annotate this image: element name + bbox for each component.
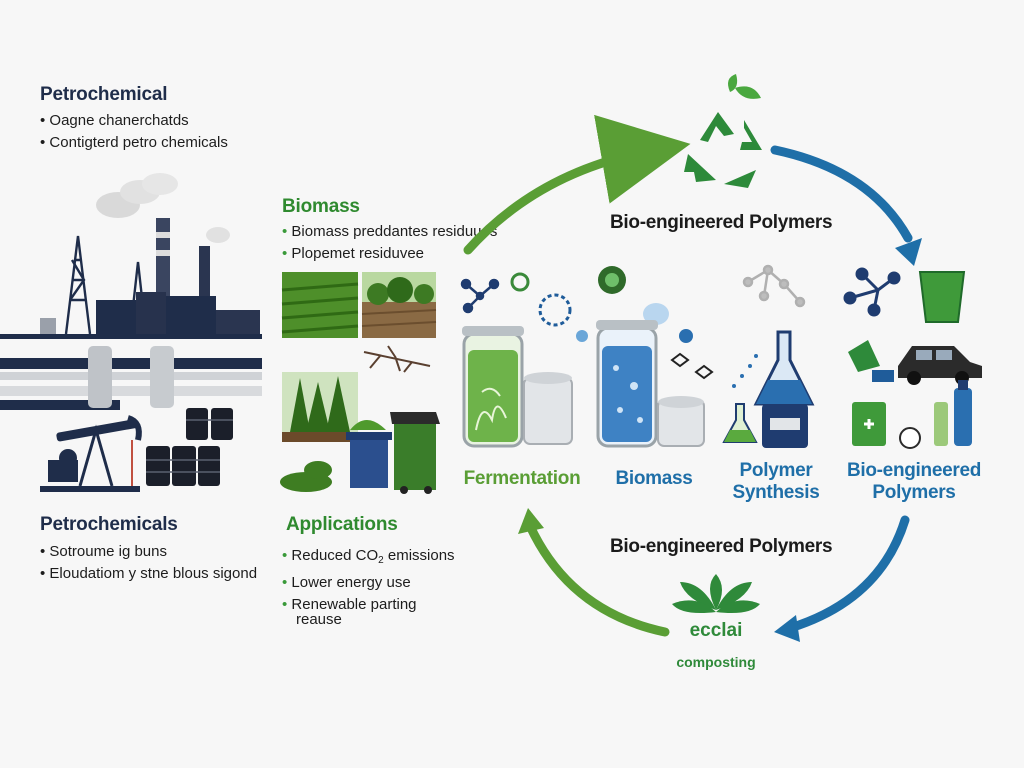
compost-leaf-icon [672,574,760,613]
biomass-bullet: Biomass preddantes residuues [282,221,497,243]
cycle-bottom-label: Bio-engineered Polymers [610,536,833,557]
recycle-icon [684,74,762,188]
bottle-icon [954,388,972,446]
polymer-synthesis-icon [722,330,815,448]
composting-label: composting [676,654,756,670]
stage-polymer-synthesis-label: Polymer Synthesis [732,460,820,503]
biomass-heading: Biomass [282,196,360,217]
cycle-arrow-up [463,114,691,255]
refinery-icon [0,173,262,339]
roots-icon [363,345,431,373]
cycle-arrow-down [785,515,910,633]
biomass-reactor-icon [596,320,705,448]
biomass-bullets: Biomass preddantes residuues Plopemet re… [282,221,497,265]
petrochemicals-bullet: Eloudatiom y stne blous sigond [40,563,257,585]
biomass-bullet: Plopemet residuvee [282,243,497,265]
applications-bullet-co2: Reduced CO2 emissions [282,545,454,572]
pipeline-icon [0,346,262,410]
applications-bullet-energy: Lower energy use [282,572,455,594]
stage-bio-engineered-polymers-label: Bio-engineered Polymers [846,460,982,503]
car-icon [898,346,982,385]
fermentation-reactor-icon [462,326,573,448]
petrochemicals-bullets: Sotroume ig buns Eloudatiom y stne blous… [40,541,257,585]
applications-bullet-renewable: Renewable parting [282,594,455,616]
arrowhead-down [774,615,800,642]
cycle-arrow-right [770,145,913,243]
waste-bins-icon [346,412,440,494]
cycle-top-label: Bio-engineered Polymers [610,212,833,233]
cycle-arrow-left [525,521,670,637]
blue-molecule-icon [843,267,901,317]
leaf-pile-icon [280,461,332,492]
gray-molecule-icon [742,264,806,308]
arrowhead-left [518,508,544,534]
pumpjack-icon [40,415,142,492]
petrochemical-bullets: Oagne chanerchatds Contigterd petro chem… [40,110,228,154]
bottle-icon [934,402,948,446]
compost-word: ecclai [689,620,743,641]
arrowhead-right [895,238,922,266]
oil-barrels-icon [146,408,233,486]
bottle-pack-icon [848,340,880,372]
microbe-icons [510,266,714,380]
biomass-collage [280,272,437,492]
applications-bullet-continuation: reause [296,611,342,628]
stage-biomass-label: Biomass [615,468,693,489]
products-icon [843,267,982,449]
petrochemicals-heading: Petrochemicals [40,514,178,535]
petrochemical-heading: Petrochemical [40,84,168,105]
molecule-icon [460,278,500,314]
basket-icon [918,271,966,323]
applications-bullets: Reduced CO2 emissions Lower energy use R… [282,545,455,616]
clock-icon [899,427,921,449]
petrochemicals-bullet: Sotroume ig buns [40,541,257,563]
stage-fermentation-label: Fermentation [463,468,581,489]
petrochemical-bullet: Oagne chanerchatds [40,110,228,132]
petrochemical-bullet: Contigterd petro chemicals [40,132,227,154]
cycle-arrows [463,114,922,642]
applications-heading: Applications [286,514,398,535]
